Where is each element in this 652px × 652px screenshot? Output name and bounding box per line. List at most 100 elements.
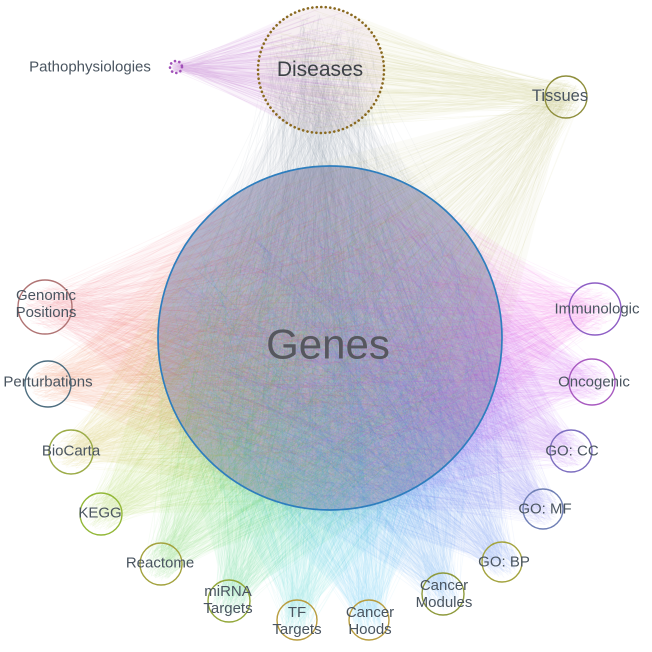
- bundle-lines-cancer-hoods: [175, 211, 483, 636]
- bundle-lines-kegg: [85, 205, 473, 531]
- bundle-lines-diseases: [179, 16, 456, 482]
- bundle-lines-cancer-hoods: [181, 208, 468, 634]
- bundle-lines-go-cc: [169, 180, 585, 495]
- bundle-lines-go-cc: [165, 176, 584, 500]
- bundle-lines-pathophysiologies: [171, 12, 375, 126]
- bundle-lines-go-mf: [165, 196, 558, 523]
- bundle-lines-go-bp: [197, 181, 517, 577]
- node-cancer-modules[interactable]: [421, 572, 465, 616]
- node-biocarta[interactable]: [48, 429, 94, 475]
- bundle-lines-immunologic: [165, 190, 615, 505]
- node-mirna-targets[interactable]: [207, 579, 251, 623]
- bundle-lines-perturbations: [30, 175, 494, 491]
- bundle-lines-go-bp: [165, 211, 517, 576]
- node-go-bp[interactable]: [481, 541, 523, 583]
- bundle-lines-pathophysiologies: [172, 16, 362, 121]
- bundle-lines-biocarta: [54, 183, 495, 487]
- bundle-lines-reactome: [144, 173, 490, 581]
- bundle-lines-tissues: [200, 82, 579, 496]
- bundle-lines-diseases: [161, 33, 498, 502]
- bundle-lines-go-mf: [165, 225, 557, 525]
- bundle-lines-oncogenic: [194, 189, 609, 507]
- bundle-lines-kegg: [86, 195, 477, 528]
- bundle-lines-oncogenic: [192, 181, 610, 500]
- bundle-lines-immunologic: [176, 184, 616, 499]
- node-diseases[interactable]: [256, 5, 386, 135]
- bundle-lines-genomic-positions: [26, 172, 444, 479]
- bundle-lines-go-mf: [187, 190, 558, 523]
- node-reactome[interactable]: [139, 542, 183, 586]
- bundle-lines-genomic-positions: [24, 177, 480, 455]
- bundle-lines-tissues: [272, 9, 582, 129]
- bundle-lines-diseases: [185, 13, 475, 490]
- bundle-lines-biocarta: [54, 177, 426, 488]
- bundle-lines-reactome: [146, 180, 465, 579]
- bundle-lines-go-cc: [197, 190, 588, 468]
- bundle-lines-genomic-positions: [26, 172, 479, 497]
- bundle-lines-diseases: [170, 16, 496, 497]
- bundle-wedge-tissues: [158, 97, 566, 510]
- bundle-lines-kegg: [86, 181, 479, 530]
- bundle-lines-go-cc: [176, 205, 586, 494]
- bundle-lines-mirna-targets: [181, 175, 489, 616]
- bundle-lines-immunologic: [166, 210, 613, 503]
- bundle-lines-reactome: [145, 181, 464, 579]
- bundle-lines-pathophysiologies: [171, 8, 368, 129]
- bundle-lines-diseases: [180, 21, 470, 501]
- bundle-lines-cancer-modules: [181, 184, 489, 611]
- node-pathophysiologies[interactable]: [168, 59, 184, 75]
- bundle-wedge-tissues: [258, 7, 566, 134]
- bundle-wedge-biocarta: [71, 166, 502, 510]
- node-tf-targets[interactable]: [276, 599, 318, 641]
- bundle-wedge-pathophysiologies: [176, 7, 384, 133]
- bundle-lines-go-mf: [174, 191, 558, 525]
- bundle-lines-diseases: [196, 16, 486, 488]
- bundle-lines-go-mf: [165, 181, 559, 526]
- bundle-wedge-reactome: [158, 166, 502, 564]
- bundle-lines-tissues: [263, 9, 580, 112]
- node-go-cc[interactable]: [549, 429, 593, 473]
- node-genomic-positions[interactable]: [17, 279, 73, 335]
- bundle-lines-oncogenic: [179, 191, 607, 476]
- node-genes[interactable]: [157, 165, 503, 511]
- bundle-lines-immunologic: [183, 189, 615, 500]
- bundle-lines-tissues: [191, 81, 580, 497]
- bundle-lines-cancer-modules: [172, 187, 479, 610]
- bundle-lines-genomic-positions: [24, 179, 472, 499]
- bundle-lines-kegg: [85, 176, 474, 529]
- bundle-lines-tf-targets: [172, 223, 493, 633]
- node-cancer-hoods[interactable]: [348, 599, 390, 641]
- bundle-lines-mirna-targets: [174, 186, 478, 617]
- bundle-wedge-genomic-positions: [45, 166, 502, 510]
- bundle-lines-tissues: [260, 28, 582, 125]
- bundle-lines-mirna-targets: [200, 173, 483, 616]
- node-kegg[interactable]: [79, 492, 123, 536]
- bundle-lines-oncogenic: [201, 195, 609, 490]
- node-perturbations[interactable]: [24, 360, 72, 408]
- bundle-wedge-immunologic: [158, 166, 595, 510]
- bundle-lines-biocarta: [56, 195, 470, 494]
- bundle-wedge-mirna-targets: [158, 166, 502, 601]
- node-immunologic[interactable]: [568, 282, 622, 336]
- bundle-lines-immunologic: [189, 178, 614, 486]
- bundle-lines-cancer-hoods: [164, 178, 481, 636]
- bundle-lines-immunologic: [184, 175, 613, 484]
- node-tissues[interactable]: [544, 75, 588, 119]
- node-go-mf[interactable]: [522, 488, 564, 530]
- bundle-lines-go-cc: [175, 184, 585, 493]
- bundle-lines-go-mf: [176, 179, 557, 525]
- bundle-lines-tf-targets: [188, 174, 482, 634]
- bundle-lines-reactome: [148, 246, 497, 579]
- bundle-lines-immunologic: [189, 212, 604, 397]
- bundle-lines-diseases: [176, 18, 493, 469]
- bundle-lines-perturbations: [30, 212, 482, 476]
- bundle-lines-diseases: [176, 14, 453, 507]
- bundle-lines-tf-targets: [188, 194, 458, 635]
- bundle-lines-genomic-positions: [23, 176, 474, 481]
- bundle-wedge-perturbations: [48, 166, 502, 510]
- bundle-lines-diseases: [196, 17, 459, 477]
- node-oncogenic[interactable]: [568, 358, 616, 406]
- bundle-lines-diseases: [187, 14, 465, 479]
